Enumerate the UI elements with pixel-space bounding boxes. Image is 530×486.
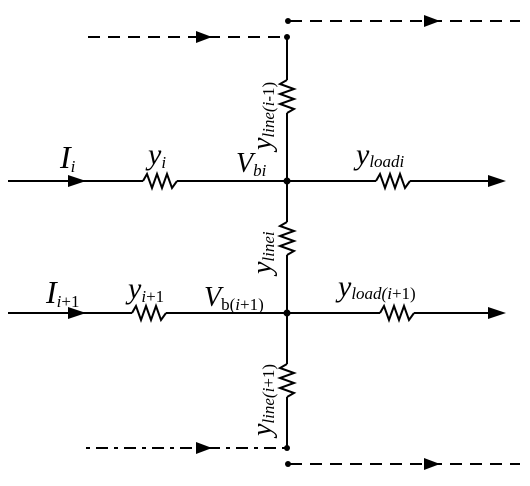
top-left-arrow-icon xyxy=(196,31,212,43)
resistor-load-i1 xyxy=(379,303,415,323)
resistor-yi1 xyxy=(131,303,167,323)
label-line-i: ylinei xyxy=(247,231,278,277)
label-admittance-i: yi xyxy=(145,138,166,172)
bottom-bus-node xyxy=(284,445,290,451)
bottom-right-arrow-icon xyxy=(424,458,440,470)
resistor-load-i xyxy=(375,171,411,191)
label-current-i1: Ii+1 xyxy=(45,274,79,311)
label-voltage-bi1: Vb(i+1) xyxy=(204,282,264,314)
output-arrow-i-icon xyxy=(488,175,506,187)
input-arrow-i-icon xyxy=(68,175,86,187)
output-arrow-i1-icon xyxy=(488,307,506,319)
label-load-i1: yload(i+1) xyxy=(335,270,416,303)
resistor-line-im1 xyxy=(277,79,297,114)
top-junction-node xyxy=(285,18,291,24)
resistor-line-ip1 xyxy=(277,363,297,398)
label-current-i: Ii xyxy=(59,139,76,176)
resistor-yi xyxy=(142,171,178,191)
input-arrow-i1-icon xyxy=(68,307,86,319)
label-admittance-i1: yi+1 xyxy=(125,272,164,306)
bottom-junction-node xyxy=(285,461,291,467)
resistor-line-i xyxy=(277,221,297,256)
label-line-ip1: yline(i+1) xyxy=(247,364,278,439)
bottom-left-arrow-icon xyxy=(196,442,212,454)
label-line-im1: yline(i-1) xyxy=(247,82,278,153)
label-load-i: yloadi xyxy=(353,138,405,171)
label-voltage-bi: Vbi xyxy=(236,148,267,180)
top-right-arrow-icon xyxy=(424,15,440,27)
